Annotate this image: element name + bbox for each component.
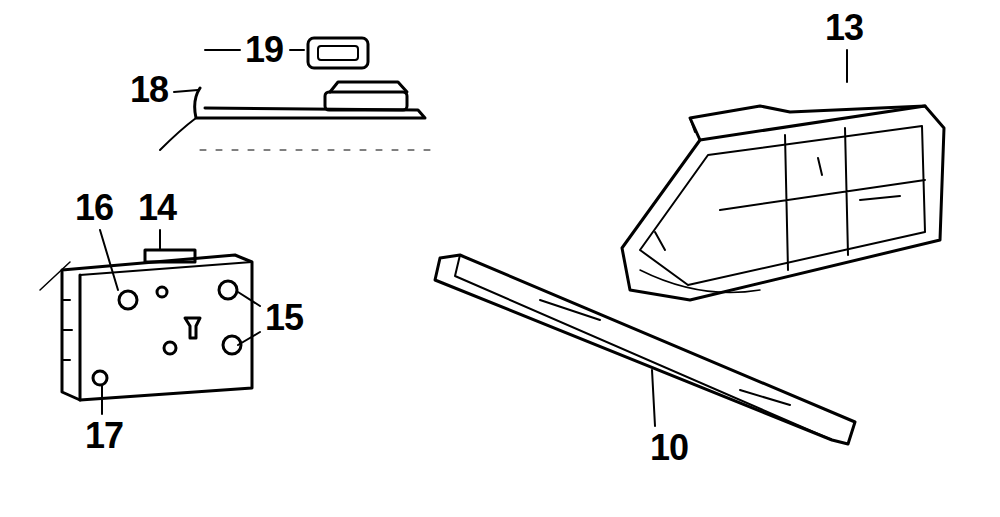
callout-number: 19 xyxy=(245,32,283,68)
callout-number: 10 xyxy=(650,430,688,466)
callout-number: 16 xyxy=(75,190,113,226)
callout-number: 17 xyxy=(85,418,123,454)
callout-number: 15 xyxy=(265,300,303,336)
callout-number: 18 xyxy=(130,72,168,108)
leader-lines xyxy=(100,50,847,426)
callout-number: 13 xyxy=(825,10,863,46)
callout-number: 14 xyxy=(138,190,176,226)
lamp-strip xyxy=(160,38,430,150)
lamp-housing xyxy=(622,106,944,300)
trim-bar xyxy=(435,255,855,444)
switch-module xyxy=(40,250,252,400)
